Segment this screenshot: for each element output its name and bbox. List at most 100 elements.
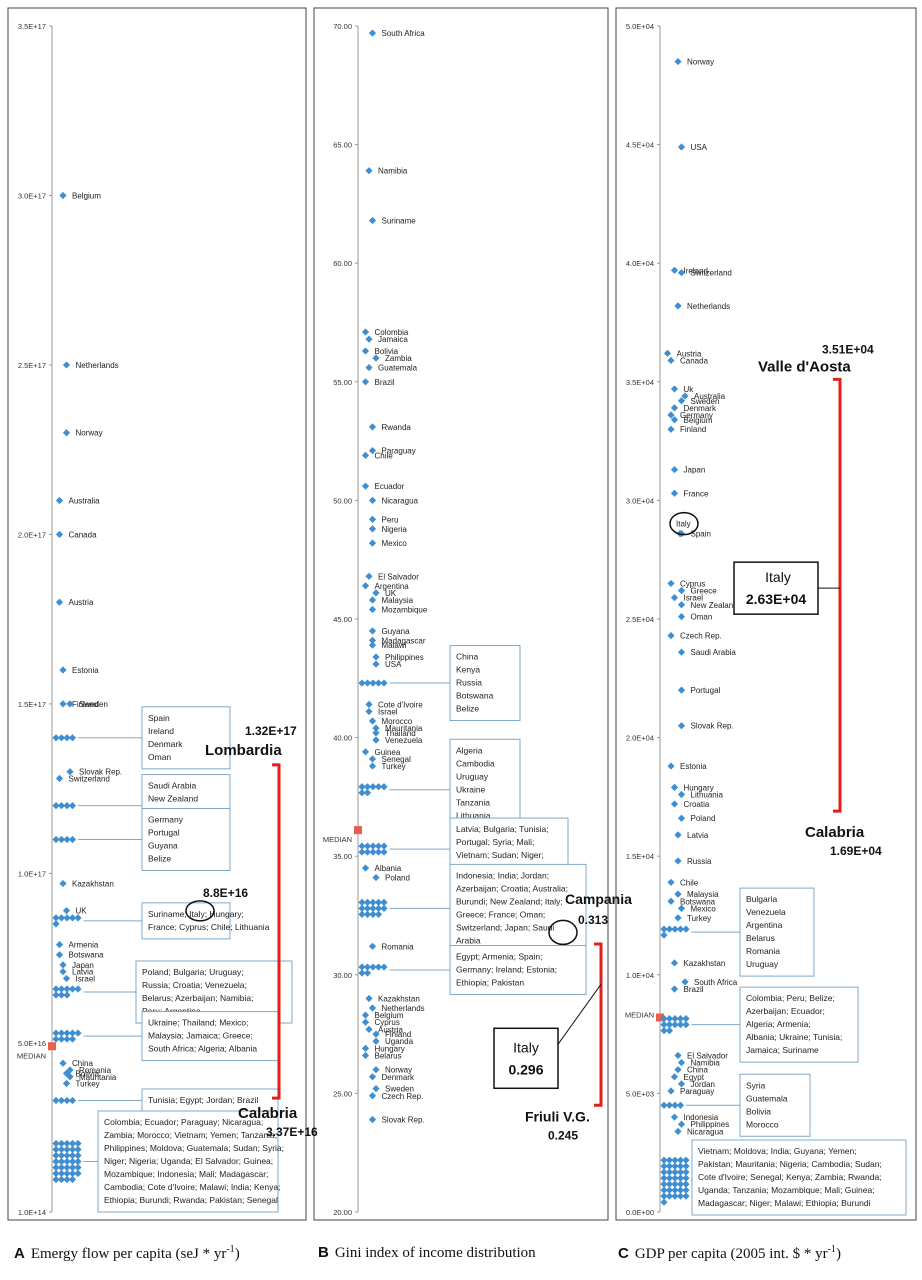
point-label: Mexico <box>382 539 408 548</box>
point-label: Kazakhstan <box>72 880 114 889</box>
data-point <box>361 347 370 355</box>
data-point <box>361 864 370 872</box>
data-point <box>368 636 377 644</box>
data-point <box>365 363 373 372</box>
data-point <box>55 530 64 539</box>
cluster-point <box>57 835 66 844</box>
data-point <box>674 857 682 865</box>
cluster-line: Uruguay <box>456 771 489 781</box>
cluster-point <box>682 1168 690 1176</box>
cluster-point <box>374 679 383 687</box>
point-label: Japan <box>72 961 94 970</box>
data-point <box>372 653 380 661</box>
data-point <box>681 392 689 400</box>
data-point <box>677 613 686 621</box>
y-tick-label: 0.0E+00 <box>626 1208 654 1217</box>
cluster-point <box>52 835 60 844</box>
cluster-point <box>676 1168 685 1176</box>
cluster-line: South Africa; Algeria; Albania <box>148 1044 257 1054</box>
cluster-line: Pakistan; Mauritania; Nigeria; Cambodia;… <box>698 1159 882 1169</box>
y-tick-label: 45.00 <box>333 615 352 624</box>
cluster-line: Ethiopia; Burundi; Rwanda; Pakistan; Sen… <box>104 1195 278 1205</box>
cluster-point <box>363 679 372 687</box>
cluster-line: Ethiopia; Pakistan <box>456 978 524 988</box>
cluster-line: Germany <box>148 814 184 824</box>
y-tick-label: 3.5E+17 <box>18 22 46 31</box>
cluster-point <box>671 1192 679 1200</box>
cluster-point <box>665 1174 674 1182</box>
cluster-point <box>671 1174 679 1182</box>
point-label: Australia <box>69 497 101 506</box>
data-point <box>59 968 67 976</box>
cluster-point <box>52 801 60 810</box>
cluster-point <box>52 1169 60 1178</box>
cluster-point <box>374 963 383 971</box>
cluster-point <box>665 1021 674 1029</box>
point-label: Albania <box>375 864 402 873</box>
data-point <box>365 167 373 175</box>
cluster-point <box>660 1192 668 1200</box>
cluster-point <box>671 925 679 933</box>
cluster-point <box>676 1162 685 1170</box>
cluster-point <box>380 679 388 687</box>
data-point <box>670 416 679 424</box>
panel-frame <box>615 7 917 1221</box>
point-label: Oman <box>691 613 713 622</box>
y-tick-label: 55.00 <box>333 378 352 387</box>
point-label: Namibia <box>378 167 408 176</box>
cluster-point <box>369 783 377 791</box>
point-label: Russia <box>687 857 712 866</box>
cluster-line: China <box>456 652 478 662</box>
data-point <box>677 722 686 730</box>
y-tick-label: 60.00 <box>333 259 352 268</box>
point-label: Armenia <box>69 941 99 950</box>
cluster-point <box>63 1029 71 1037</box>
data-point <box>674 1051 682 1060</box>
point-label: Norway <box>76 429 103 438</box>
cluster-point <box>63 1096 71 1105</box>
y-tick-label: 70.00 <box>333 22 352 31</box>
data-point <box>677 648 686 656</box>
point-label: Namibia <box>691 1059 721 1068</box>
point-label: Kazakhstan <box>378 995 420 1004</box>
cluster-point <box>676 1180 685 1188</box>
point-label: Germany <box>680 411 713 420</box>
median-marker <box>656 1013 664 1022</box>
cluster-point <box>63 801 71 810</box>
data-point <box>670 594 679 602</box>
cluster-line: Colombia; Ecuador; Paraguay; Nicaragua; <box>104 1117 263 1127</box>
cluster-point <box>74 1145 82 1154</box>
cluster-point <box>52 985 60 993</box>
cluster-line: Guyana <box>148 840 178 850</box>
data-point <box>368 446 377 455</box>
y-tick-label: 50.00 <box>333 496 352 505</box>
point-label: Guyana <box>382 627 411 636</box>
cluster-point <box>682 1021 690 1029</box>
y-tick-label: 20.00 <box>333 1208 352 1217</box>
cluster-point <box>57 734 66 742</box>
data-point <box>670 783 679 792</box>
data-point <box>670 465 679 474</box>
point-label: Brazil <box>375 378 395 387</box>
cluster-point <box>660 1021 668 1029</box>
data-point <box>677 1080 686 1088</box>
cluster-point <box>671 1186 679 1194</box>
cluster-point <box>665 1156 674 1164</box>
italy-point-label: Italy <box>676 520 691 529</box>
cluster-line: Russia <box>456 678 482 688</box>
cluster-line: Syria <box>746 1080 766 1090</box>
cluster-point <box>63 734 71 742</box>
point-label: Netherlands <box>76 361 119 370</box>
data-point <box>361 451 370 459</box>
point-label: Canada <box>680 356 709 365</box>
y-tick-label: 2.0E+17 <box>18 530 46 539</box>
range-top-label: Campania <box>565 891 632 907</box>
cluster-point <box>358 904 366 912</box>
point-label: Sweden <box>691 397 720 406</box>
cluster-point <box>369 842 377 850</box>
data-point <box>368 525 377 533</box>
point-label: China <box>72 1059 93 1068</box>
y-tick-label: 25.00 <box>333 1089 352 1098</box>
cluster-point <box>682 1180 690 1188</box>
